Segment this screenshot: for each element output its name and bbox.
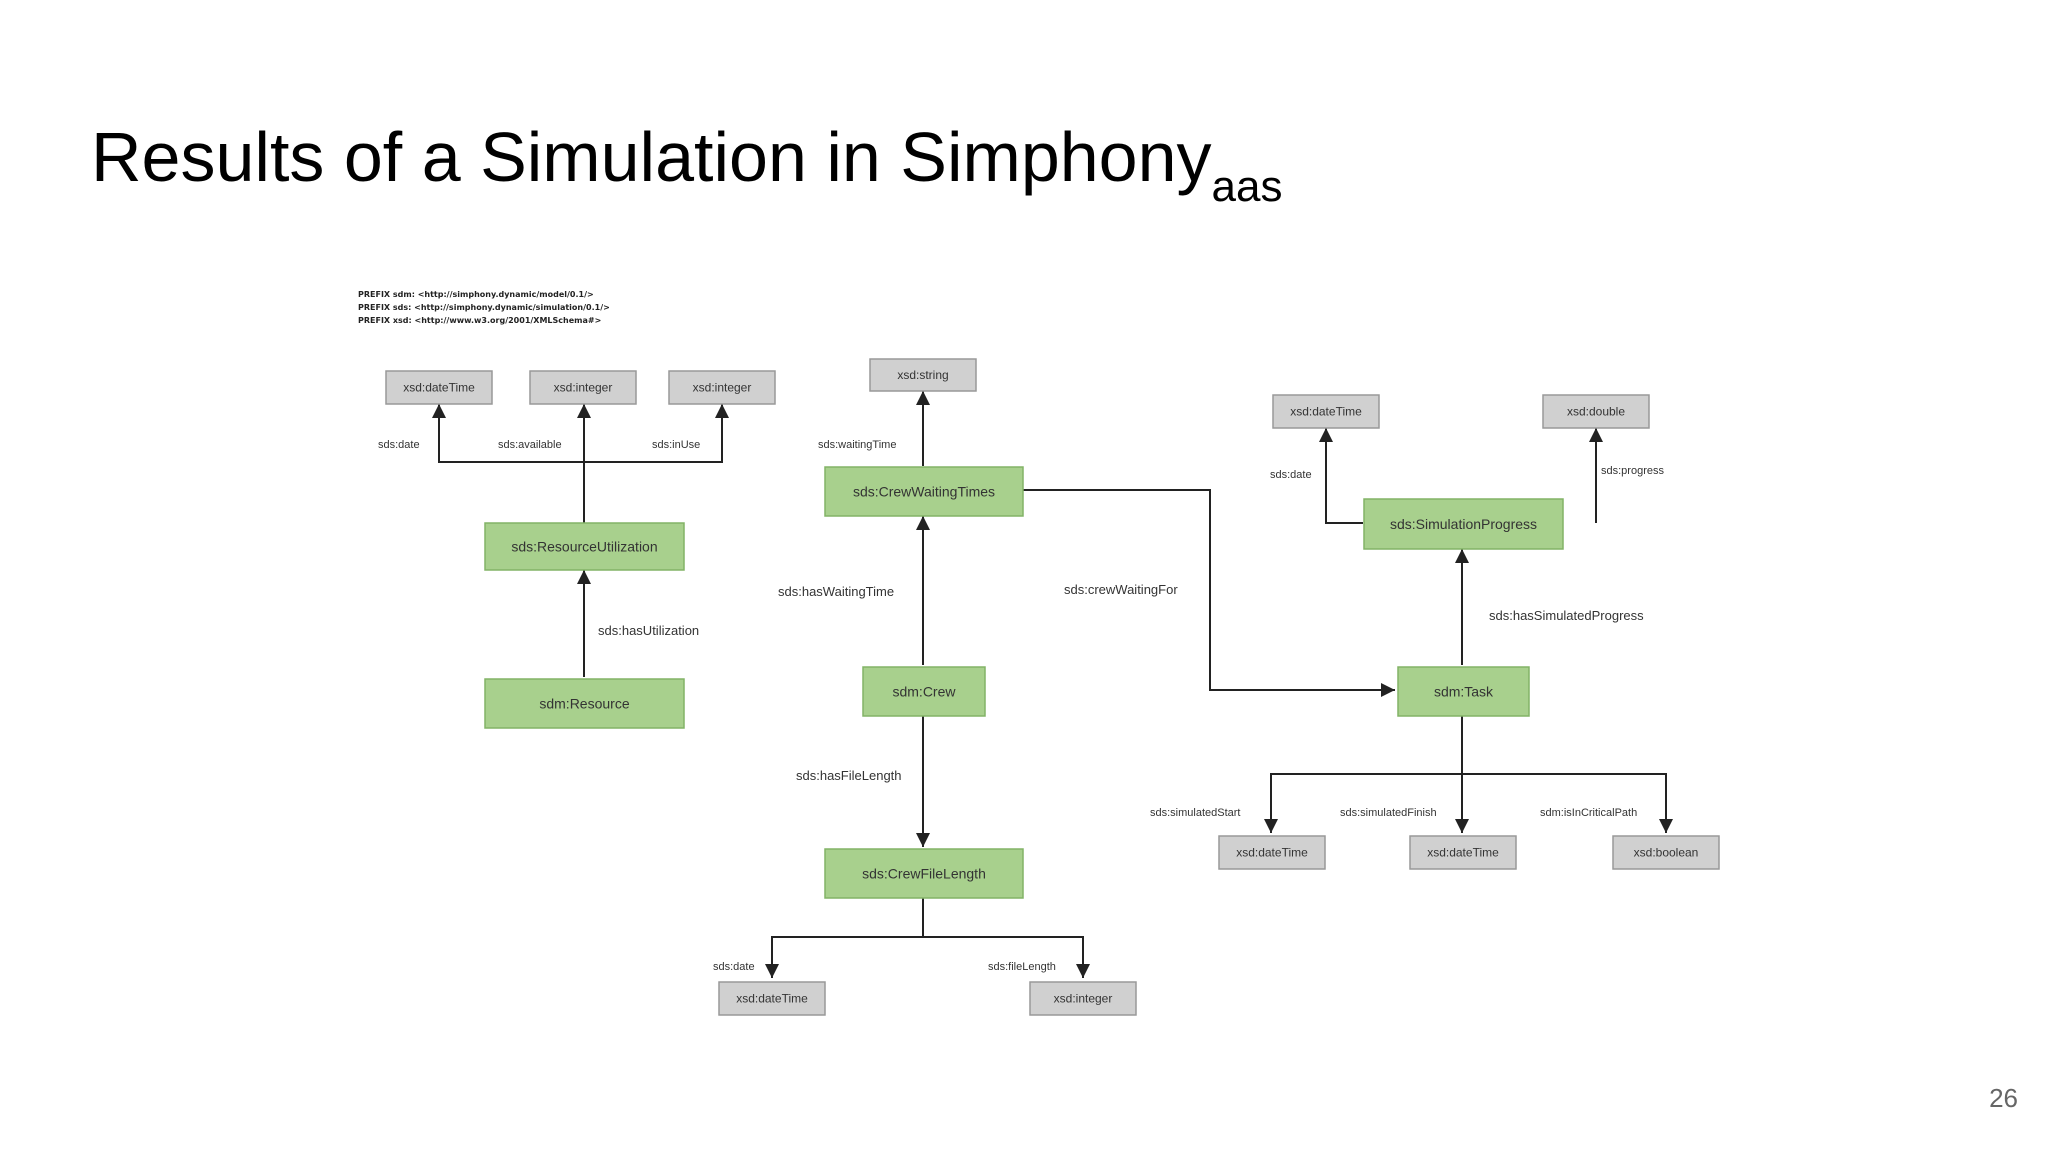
svg-text:sds:CrewWaitingTimes: sds:CrewWaitingTimes	[853, 484, 995, 500]
class-node: sdm:Task	[1397, 666, 1530, 717]
class-node: sds:SimulationProgress	[1363, 498, 1564, 550]
edge-label: sds:inUse	[652, 439, 700, 451]
svg-text:xsd:dateTime: xsd:dateTime	[1236, 846, 1308, 860]
class-node: sdm:Crew	[862, 666, 986, 717]
class-node: sds:CrewWaitingTimes	[824, 466, 1024, 517]
svg-text:xsd:dateTime: xsd:dateTime	[403, 381, 475, 395]
edge-label: sds:date	[713, 961, 755, 973]
prefix-line: PREFIX xsd: <http://www.w3.org/2001/XMLS…	[358, 316, 601, 325]
svg-text:sds:CrewFileLength: sds:CrewFileLength	[862, 866, 986, 882]
literal-node: xsd:integer	[529, 370, 637, 405]
svg-text:sdm:Resource: sdm:Resource	[539, 696, 629, 712]
svg-text:xsd:dateTime: xsd:dateTime	[736, 992, 808, 1006]
literal-node: xsd:boolean	[1612, 835, 1720, 870]
svg-text:xsd:string: xsd:string	[897, 368, 948, 382]
page-number: 26	[1989, 1083, 2018, 1113]
svg-text:xsd:integer: xsd:integer	[693, 381, 752, 395]
edge-label: sds:hasFileLength	[796, 768, 902, 783]
slide-title-subscript: aas	[1211, 162, 1283, 211]
edge-label: sds:hasSimulatedProgress	[1489, 608, 1644, 623]
slide-title-text: Results of a Simulation in Simphony	[91, 118, 1212, 196]
edge-label: sds:simulatedStart	[1150, 807, 1240, 819]
prefix-line: PREFIX sds: <http://simphony.dynamic/sim…	[358, 303, 610, 312]
slide-title: Results of a Simulation in Simphonyaas	[91, 122, 1283, 209]
class-node: sdm:Resource	[484, 678, 685, 729]
edge-label: sds:date	[1270, 469, 1312, 481]
edge-label: sds:hasWaitingTime	[778, 584, 894, 599]
edge-label: sdm:isInCriticalPath	[1540, 807, 1637, 819]
literal-node: xsd:double	[1542, 394, 1650, 429]
svg-text:xsd:boolean: xsd:boolean	[1634, 846, 1699, 860]
literal-node: xsd:integer	[668, 370, 776, 405]
class-node: sds:CrewFileLength	[824, 848, 1024, 899]
class-node: sds:ResourceUtilization	[484, 522, 685, 571]
svg-text:xsd:double: xsd:double	[1567, 405, 1625, 419]
svg-text:xsd:dateTime: xsd:dateTime	[1290, 405, 1362, 419]
svg-text:sdm:Task: sdm:Task	[1434, 684, 1494, 700]
edge-label: sds:simulatedFinish	[1340, 807, 1437, 819]
literal-node: xsd:dateTime	[385, 370, 493, 405]
literal-node: xsd:dateTime	[1218, 835, 1326, 870]
edge-label: sds:waitingTime	[818, 439, 896, 451]
literal-node: xsd:integer	[1029, 981, 1137, 1016]
edge-sp-properties	[1319, 428, 1603, 524]
svg-text:sds:ResourceUtilization: sds:ResourceUtilization	[511, 539, 657, 555]
prefix-line: PREFIX sdm: <http://simphony.dynamic/mod…	[358, 290, 594, 299]
edge-task-properties	[1264, 716, 1673, 833]
edge-cfl-properties	[765, 898, 1090, 978]
svg-text:xsd:integer: xsd:integer	[1054, 992, 1113, 1006]
edge-crew-waiting-for	[1023, 489, 1395, 697]
svg-text:sds:SimulationProgress: sds:SimulationProgress	[1390, 516, 1537, 532]
edge-label: sds:progress	[1601, 465, 1664, 477]
edge-label: sds:crewWaitingFor	[1064, 582, 1178, 597]
svg-text:sdm:Crew: sdm:Crew	[892, 684, 956, 700]
literal-node: xsd:dateTime	[718, 981, 826, 1016]
edge-label: sds:fileLength	[988, 961, 1056, 973]
edge-label: sds:available	[498, 439, 562, 451]
literal-node: xsd:dateTime	[1272, 394, 1380, 429]
edge-label: sds:hasUtilization	[598, 623, 699, 638]
svg-text:xsd:integer: xsd:integer	[554, 381, 613, 395]
edge-ru-properties	[432, 404, 729, 525]
edge-label: sds:date	[378, 439, 420, 451]
literal-node: xsd:dateTime	[1409, 835, 1517, 870]
literal-node: xsd:string	[869, 358, 977, 392]
prefix-block: PREFIX sdm: <http://simphony.dynamic/mod…	[358, 290, 610, 325]
svg-text:xsd:dateTime: xsd:dateTime	[1427, 846, 1499, 860]
